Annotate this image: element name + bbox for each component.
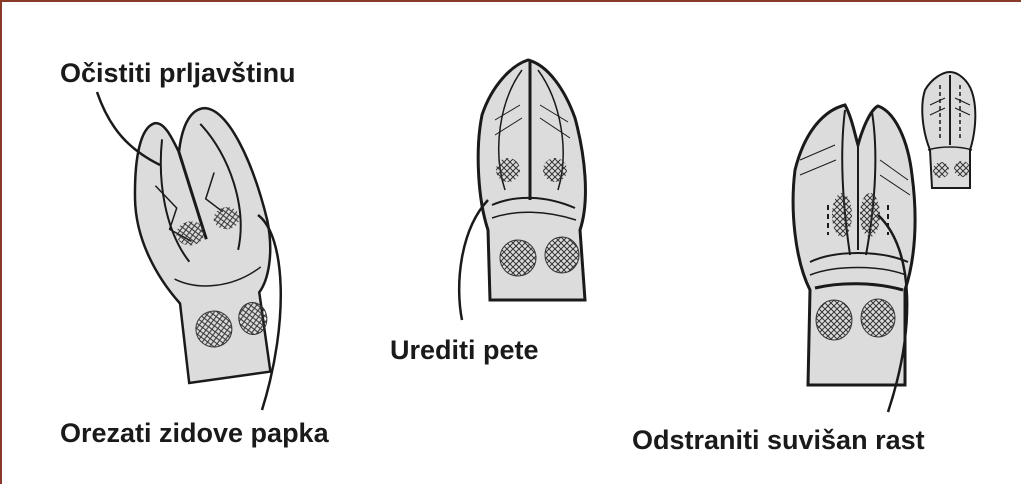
label-remove-growth: Odstraniti suvišan rast [632,425,925,456]
hoof-before-trim-icon [123,102,289,387]
hoof-heel-icon [478,60,585,300]
label-trim-walls: Orezati zidove papka [60,418,329,449]
label-clean-dirt: Očistiti prljavštinu [60,58,296,89]
label-fix-heels: Urediti pete [390,335,539,366]
hoof-trimmed-small-icon [922,72,975,188]
